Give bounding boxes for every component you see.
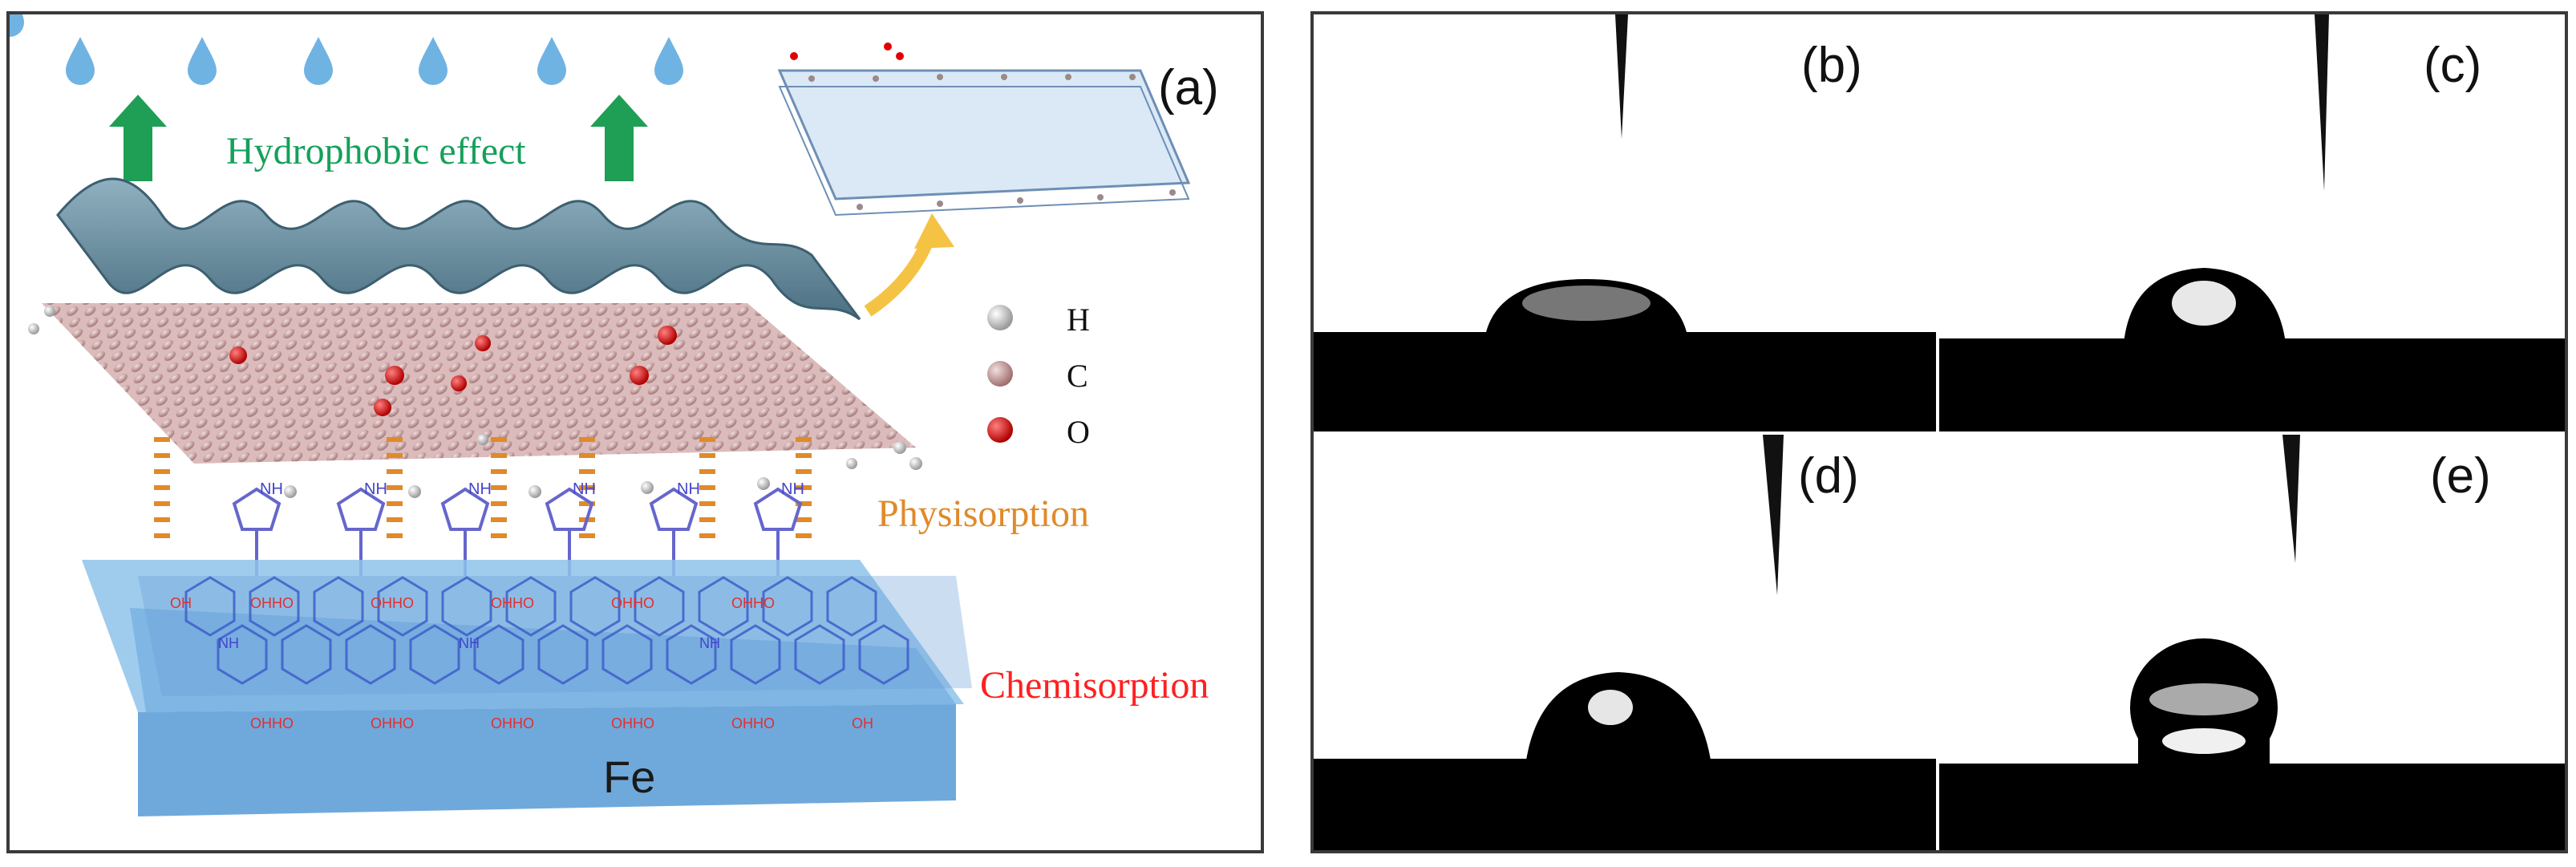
ohho-text: OHHO [731, 595, 775, 611]
ohho-text: OHHO [250, 595, 294, 611]
panel-c-label: (c) [2424, 38, 2482, 93]
photo-d: (d) [1314, 435, 1936, 850]
schematic-panel: Hydrophobic effect [6, 11, 1264, 853]
droplet-image-c [1939, 14, 2565, 431]
panel-a-label: (a) [1158, 60, 1219, 115]
carbon-legend-icon [987, 361, 1013, 387]
nh-text: NH [677, 480, 700, 498]
droplet-image-b [1314, 14, 1936, 431]
ohho-text: OHHO [250, 715, 294, 731]
ohho-text: OHHO [371, 715, 414, 731]
ohho-text: OHHO [491, 715, 534, 731]
up-arrow-icon [109, 95, 648, 181]
panel-b-label: (b) [1801, 38, 1862, 93]
physisorption-label: Physisorption [877, 492, 1089, 535]
hexagon-network [184, 576, 909, 685]
water-drops [10, 14, 683, 85]
legend-c-label: C [1067, 358, 1088, 394]
oxygen-legend-icon [987, 417, 1013, 443]
ohho-text: OHHO [371, 595, 414, 611]
inset-arrow-head [914, 213, 954, 249]
schematic-figure: Hydrophobic effect [10, 14, 1219, 816]
legend-o-label: O [1067, 414, 1090, 450]
photo-c: (c) [1939, 14, 2565, 431]
nh-text: NH [459, 635, 480, 651]
panel-d-label: (d) [1798, 448, 1859, 504]
photo-e: (e) [1939, 435, 2565, 850]
oh-text: OH [170, 595, 192, 611]
droplet-image-e [1939, 435, 2565, 850]
nh-text: NH [468, 480, 492, 498]
nh-text: NH [699, 635, 720, 651]
nh-text: NH [260, 480, 283, 498]
hydrophobic-effect-label: Hydrophobic effect [226, 130, 526, 172]
nh-text: NH [218, 635, 239, 651]
contact-angle-panel: (b) (c) (d) [1310, 11, 2568, 853]
photo-b: (b) [1314, 14, 1936, 431]
hydrophobic-sheet [56, 177, 861, 321]
oh-text: OH [852, 715, 873, 731]
fe-label: Fe [603, 752, 655, 802]
ohho-text: OHHO [611, 595, 654, 611]
ohho-text: OHHO [611, 715, 654, 731]
graphene-lattice [28, 303, 922, 498]
ohho-text: OHHO [491, 595, 534, 611]
nh-text: NH [364, 480, 387, 498]
inset-sheet [777, 43, 1191, 217]
physisorption-dashes [154, 437, 812, 538]
legend-h-label: H [1067, 302, 1090, 338]
hydrogen-legend-icon [987, 305, 1013, 330]
chemisorption-label: Chemisorption [980, 664, 1209, 707]
atom-legend: H C O [987, 302, 1090, 450]
nh-text: NH [781, 480, 804, 498]
ohho-text: OHHO [731, 715, 775, 731]
panel-e-label: (e) [2430, 448, 2491, 504]
nh-text: NH [573, 480, 596, 498]
droplet-image-d [1314, 435, 1936, 850]
